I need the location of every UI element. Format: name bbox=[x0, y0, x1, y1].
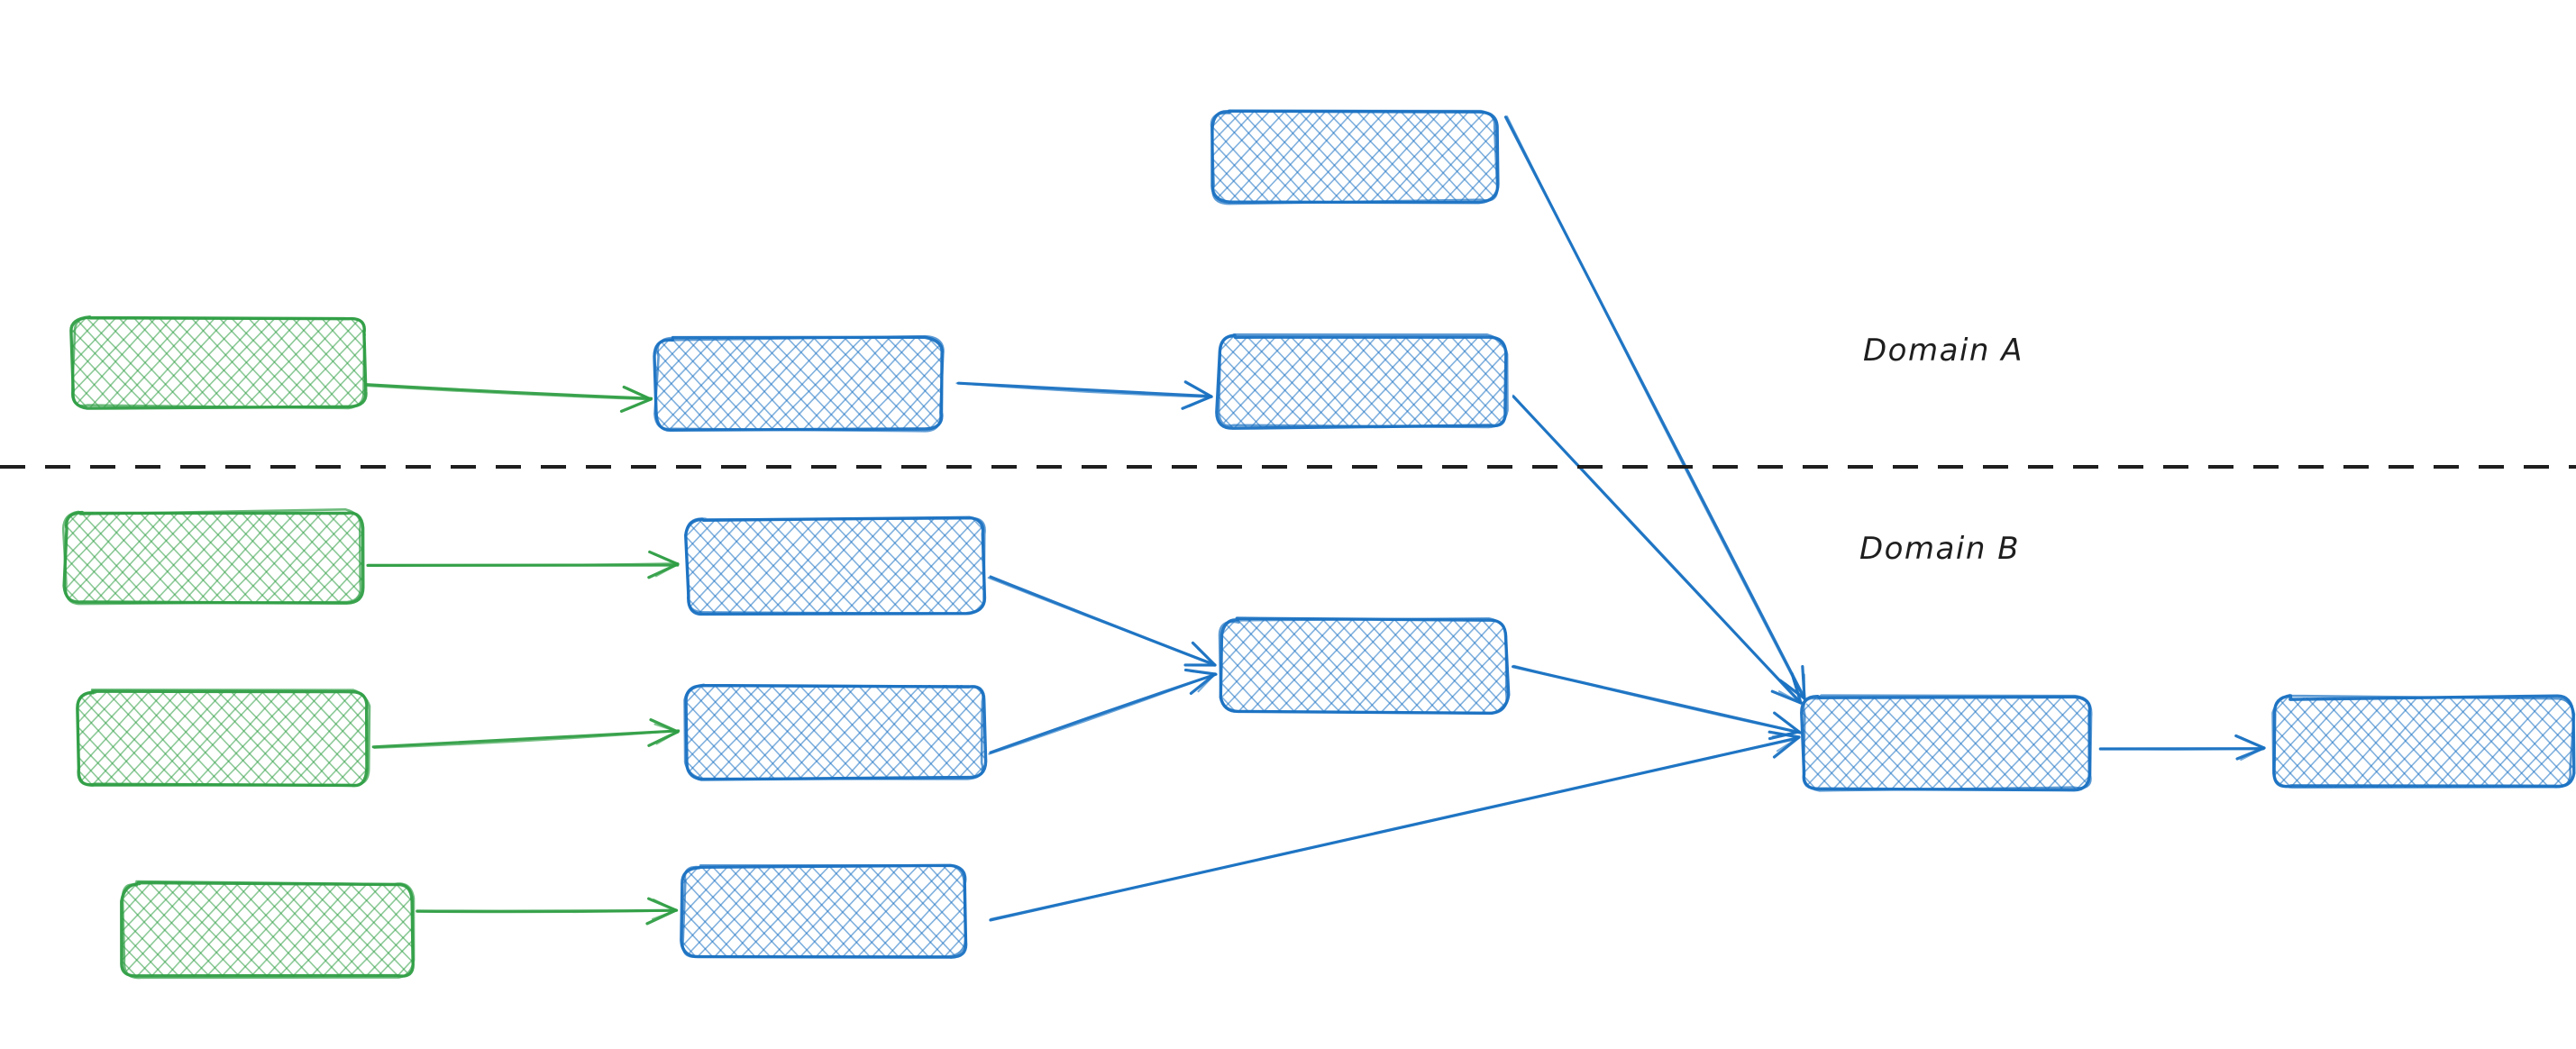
labels-layer: Domain A Domain B bbox=[1859, 333, 2023, 567]
edge-b-mid-3-to-b-sink bbox=[989, 730, 1801, 922]
edge-b-source-2-to-b-mid-2 bbox=[371, 718, 681, 750]
node-b-final[interactable] bbox=[2183, 690, 2576, 795]
edge-a-source-to-a-mid bbox=[364, 383, 653, 413]
edge-b-mid-2-to-b-hub bbox=[988, 668, 1218, 755]
node-a-source[interactable] bbox=[0, 310, 540, 415]
edge-b-hub-to-b-sink bbox=[1512, 664, 1802, 741]
node-b-mid-3[interactable] bbox=[592, 860, 1151, 964]
edge-b-source-3-to-b-mid-3 bbox=[416, 897, 679, 926]
edge-a-right-to-b-sink bbox=[1512, 394, 1804, 705]
node-a-right[interactable] bbox=[1129, 330, 1685, 434]
label-domain-a: Domain A bbox=[1863, 333, 2023, 369]
node-b-mid-2[interactable] bbox=[592, 678, 1170, 786]
node-b-hub[interactable] bbox=[1129, 613, 1690, 719]
node-b-mid-1[interactable] bbox=[593, 512, 1167, 620]
edges-layer bbox=[364, 115, 2266, 926]
node-a-top[interactable] bbox=[1119, 105, 1679, 209]
node-b-source-1[interactable] bbox=[0, 505, 547, 609]
edge-b-sink-to-b-final bbox=[2098, 734, 2266, 762]
nodes-layer bbox=[0, 105, 2576, 984]
edge-a-top-to-b-sink bbox=[1503, 115, 1806, 700]
node-b-sink[interactable] bbox=[1711, 690, 2271, 797]
edge-b-mid-1-to-b-hub bbox=[987, 575, 1217, 667]
node-b-source-3[interactable] bbox=[30, 876, 605, 984]
label-domain-b: Domain B bbox=[1859, 531, 2020, 567]
edge-b-source-1-to-b-mid-1 bbox=[366, 550, 680, 579]
node-a-mid[interactable] bbox=[565, 332, 1124, 436]
node-b-source-2[interactable] bbox=[0, 685, 559, 793]
edge-a-mid-to-a-right bbox=[955, 380, 1213, 410]
